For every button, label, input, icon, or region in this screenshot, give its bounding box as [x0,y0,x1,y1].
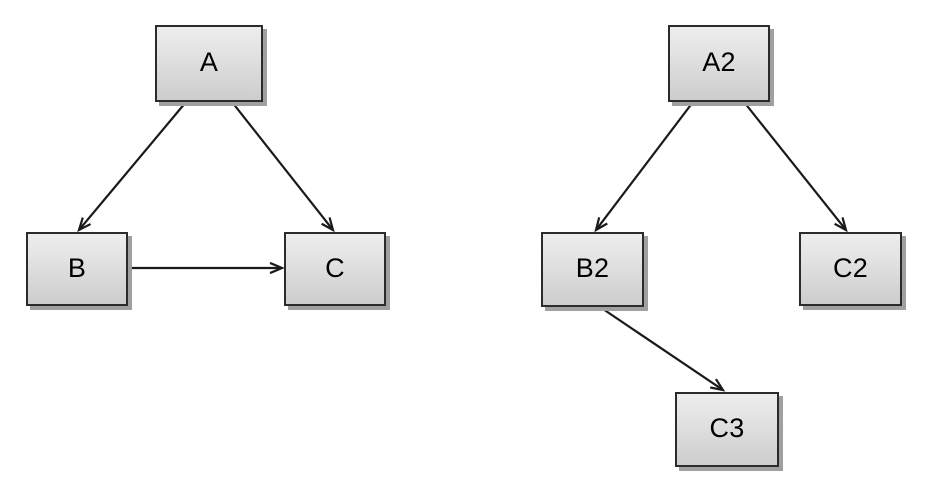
node-label: C [325,252,345,283]
edge-a2-b2 [594,101,694,233]
node-label: B [67,252,87,283]
edge-a-b [77,101,187,233]
arrowhead-icon [834,217,848,233]
node-label: C3 [709,413,745,443]
edge-line [231,101,333,230]
arrowhead-icon [269,261,285,275]
node-b[interactable]: B [26,232,128,306]
arrowhead-icon [710,378,726,392]
edge-line [79,101,187,230]
node-label: C2 [833,252,868,283]
node-label: B2 [575,253,610,283]
edge-a-c [231,101,335,233]
node-c[interactable]: C [284,232,386,306]
node-b2[interactable]: B2 [541,232,644,307]
node-label: A [199,47,219,77]
node-c2[interactable]: C2 [799,232,902,306]
edge-a2-c2 [743,101,848,233]
edge-b2-c3 [599,306,726,392]
node-c3[interactable]: C3 [675,392,779,467]
edge-line [599,306,723,391]
node-a2[interactable]: A2 [668,25,770,102]
edge-b-c [128,261,285,275]
edge-line [596,101,694,230]
node-a[interactable]: A [155,25,263,102]
arrowhead-icon [321,217,335,233]
arrowhead-icon [77,217,92,233]
arrowhead-icon [594,217,608,233]
node-label: A2 [702,47,736,77]
edge-line [743,101,846,230]
